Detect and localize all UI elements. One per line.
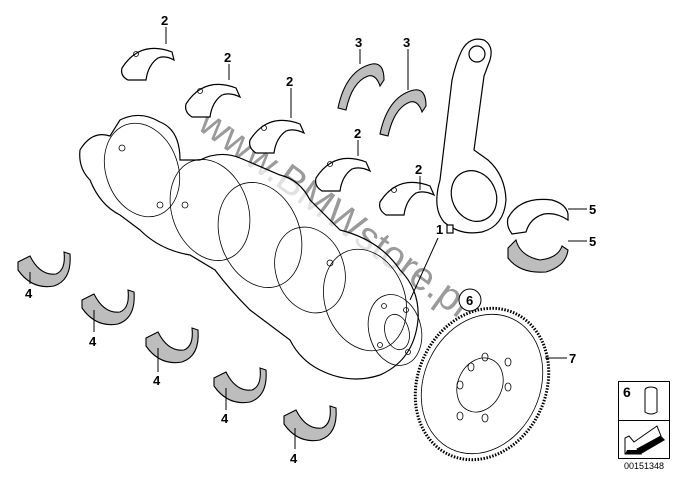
thrust-washer-3b[interactable] bbox=[379, 89, 427, 137]
rod-bearing-5a[interactable] bbox=[506, 198, 569, 235]
callout-2[interactable]: 2 bbox=[286, 74, 293, 89]
arrow-left-down-icon bbox=[624, 425, 665, 455]
callout-3[interactable]: 3 bbox=[403, 35, 410, 50]
bearing-shell-2d[interactable] bbox=[315, 157, 372, 192]
thrust-washer-3a[interactable] bbox=[337, 63, 385, 111]
legend-box: 6 bbox=[618, 381, 670, 459]
bearing-shell-2a[interactable] bbox=[121, 47, 175, 81]
callout-4[interactable]: 4 bbox=[290, 451, 298, 466]
connecting-rod[interactable] bbox=[436, 38, 507, 234]
legend-top: 6 bbox=[619, 382, 669, 421]
callout-3[interactable]: 3 bbox=[355, 35, 362, 50]
lower-shell-4d[interactable] bbox=[213, 367, 267, 404]
bearing-shell-2b[interactable] bbox=[185, 83, 242, 118]
lower-shell-4e[interactable] bbox=[283, 405, 337, 442]
callout-2[interactable]: 2 bbox=[415, 162, 422, 177]
diagram-id: 00151348 bbox=[624, 461, 665, 471]
callout-5[interactable]: 5 bbox=[589, 202, 596, 217]
legend-number: 6 bbox=[623, 384, 631, 400]
rod-bearing-5b[interactable] bbox=[507, 238, 569, 273]
lower-shell-4c[interactable] bbox=[145, 327, 199, 364]
callout-2[interactable]: 2 bbox=[161, 13, 168, 28]
callout-6[interactable]: 6 bbox=[466, 293, 473, 308]
callout-4[interactable]: 4 bbox=[89, 334, 97, 349]
callout-2[interactable]: 2 bbox=[224, 50, 231, 65]
lower-shell-4a[interactable] bbox=[17, 251, 71, 288]
callout-4[interactable]: 4 bbox=[153, 373, 161, 388]
callout-6-circle bbox=[458, 288, 482, 312]
lower-shell-4b[interactable] bbox=[81, 289, 135, 326]
bearing-shell-2c[interactable] bbox=[249, 119, 306, 154]
dowel-pin-icon bbox=[644, 386, 658, 415]
callout-2[interactable]: 2 bbox=[354, 126, 361, 141]
callout-7[interactable]: 7 bbox=[569, 351, 576, 366]
crankshaft[interactable] bbox=[79, 113, 430, 380]
increment-wheel[interactable] bbox=[391, 286, 573, 481]
bearing-shell-2e[interactable] bbox=[379, 181, 436, 216]
callout-4[interactable]: 4 bbox=[221, 411, 229, 426]
callout-4[interactable]: 4 bbox=[25, 286, 33, 301]
callout-5[interactable]: 5 bbox=[589, 234, 596, 249]
callout-1[interactable]: 1 bbox=[436, 222, 443, 237]
